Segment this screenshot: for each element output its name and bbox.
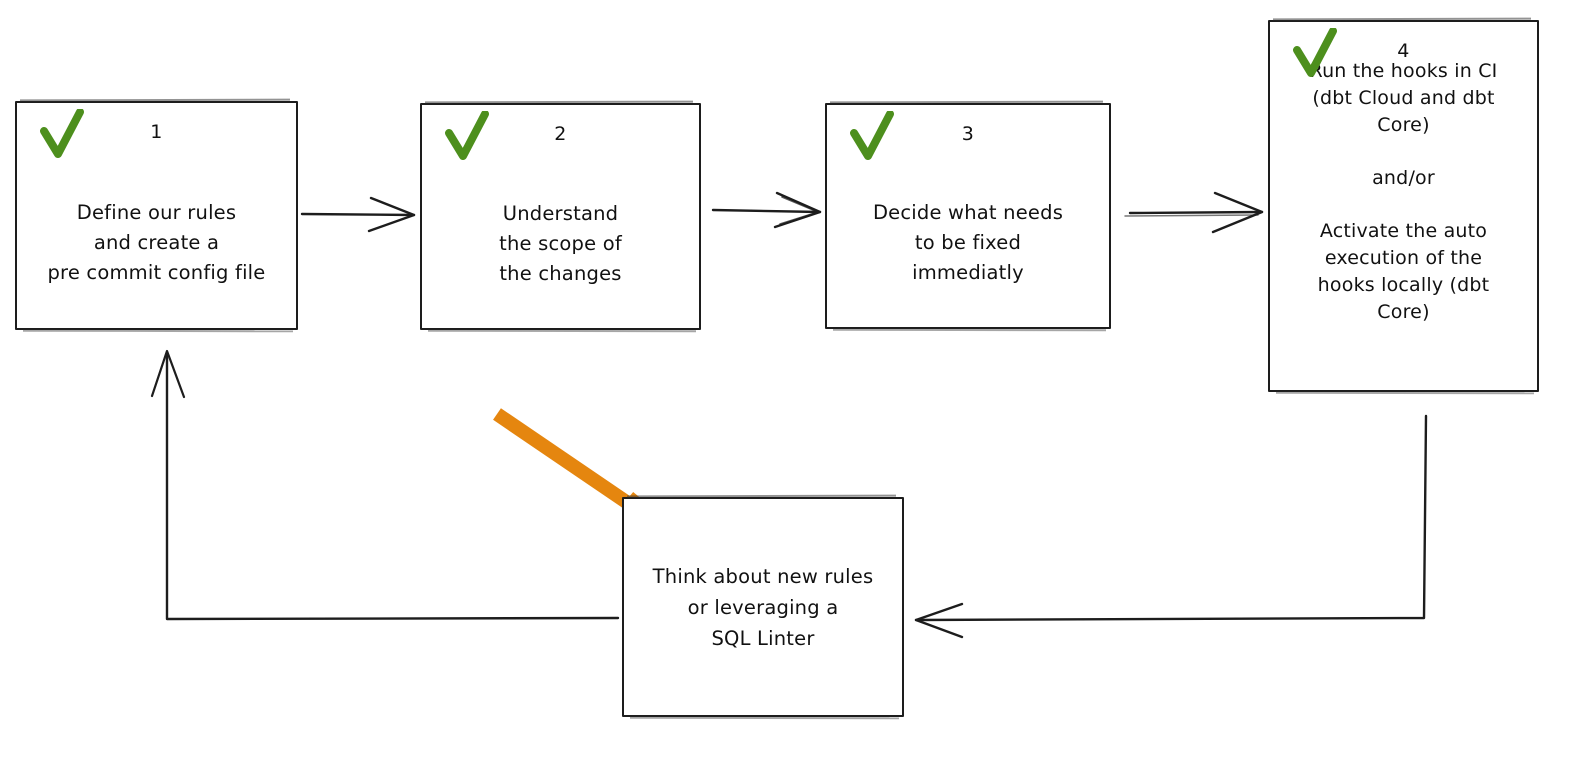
node-4-line-6: hooks locally (dbt: [1317, 274, 1490, 296]
node-4-body: Run the hooks in CI (dbt Cloud and dbt C…: [1270, 58, 1537, 390]
node-1-header: 1: [17, 103, 296, 167]
node-3-line-1: Decide what needs: [872, 201, 1064, 224]
node-4-line-4: Activate the auto: [1319, 220, 1488, 242]
process-box-1[interactable]: 1 Define our rules and create a pre comm…: [15, 101, 298, 330]
node-4-header: 4: [1270, 22, 1537, 86]
node-5-line-2: or leveraging a: [687, 596, 839, 619]
node-4-line-2: (dbt Cloud and dbt: [1312, 87, 1495, 109]
process-box-3[interactable]: 3 Decide what needs to be fixed immediat…: [825, 103, 1111, 329]
node-1-line-1: Define our rules: [76, 200, 237, 224]
node-3-line-2: to be fixed: [914, 231, 1022, 254]
node-3-line-3: immediatly: [912, 261, 1024, 284]
edge-3-to-4: [1124, 191, 1264, 234]
node-4-line-7: Core): [1377, 301, 1430, 323]
node-4-line-1: Run the hooks in CI: [1309, 60, 1498, 82]
green-check-icon: [445, 111, 489, 160]
edge-4-to-5: [914, 414, 1428, 639]
node-2-line-3: the changes: [499, 261, 622, 285]
node-5-header: [624, 499, 902, 557]
node-4-number: 4: [1397, 40, 1410, 62]
edge-5-to-1: [150, 349, 620, 621]
node-2-header: 2: [422, 105, 699, 169]
green-check-icon: [850, 111, 894, 160]
node-2-line-2: the scope of: [499, 231, 622, 255]
green-check-icon: [1293, 28, 1337, 77]
node-1-line-3: pre commit config file: [47, 260, 266, 284]
node-5-line-1: Think about new rules: [652, 565, 874, 588]
node-4-line-5: execution of the: [1324, 247, 1483, 269]
node-1-body: Define our rules and create a pre commit…: [17, 167, 296, 328]
node-3-header: 3: [827, 105, 1109, 169]
node-5-line-3: SQL Linter: [711, 627, 815, 650]
node-3-body: Decide what needs to be fixed immediatly: [827, 169, 1109, 327]
node-1-line-2: and create a: [93, 230, 220, 254]
node-1-number: 1: [150, 121, 163, 143]
node-5-body: Think about new rules or leveraging a SQ…: [624, 557, 902, 715]
process-box-think-about-new-rules[interactable]: Think about new rules or leveraging a SQ…: [622, 497, 904, 717]
node-2-number: 2: [554, 123, 567, 145]
process-box-4[interactable]: 4 Run the hooks in CI (dbt Cloud and dbt…: [1268, 20, 1539, 392]
node-2-line-1: Understand: [502, 201, 619, 225]
edge-2-to-3: [711, 191, 822, 229]
node-3-number: 3: [961, 123, 975, 145]
process-box-2[interactable]: 2 Understand the scope of the changes: [420, 103, 701, 330]
edge-1-to-2: [300, 196, 416, 233]
node-4-line-3: Core): [1377, 114, 1430, 136]
green-check-icon: [40, 109, 84, 158]
node-2-body: Understand the scope of the changes: [422, 169, 699, 328]
node-4-line-andor: and/or: [1372, 167, 1435, 189]
